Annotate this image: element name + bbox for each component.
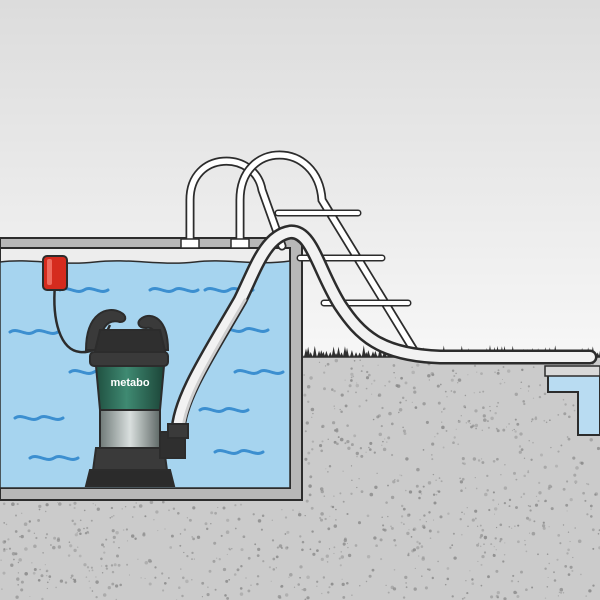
float-switch-icon [42, 255, 68, 291]
submersible-pump-icon: metabo [84, 309, 189, 487]
ground-texture [0, 358, 600, 600]
pump-brand-label: metabo [110, 377, 149, 389]
drain-icon [544, 365, 600, 436]
discharge-hose-icon [170, 224, 598, 440]
